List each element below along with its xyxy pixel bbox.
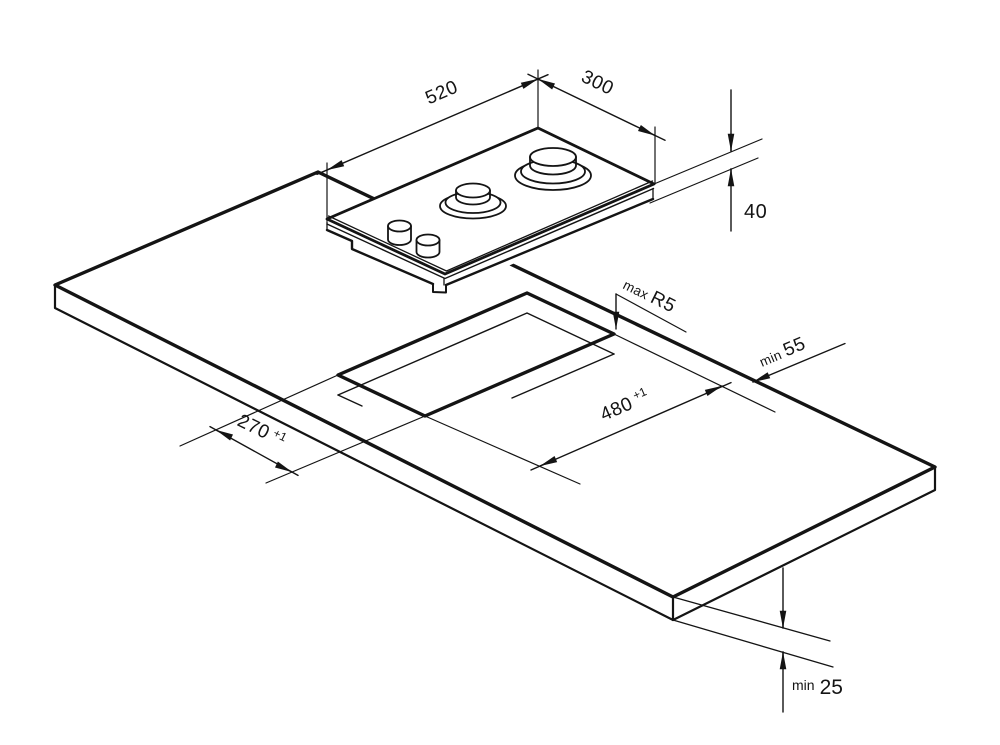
dim-edge-clearance: min55 [752,333,846,383]
dim-480-extension-lines [424,333,776,485]
dim-min55-label: min55 [756,333,809,371]
dim-min25-reference-lines [672,596,834,668]
dim-270-label: 270+1 [234,410,290,452]
dim-520-arrow-left [326,160,345,171]
hob-body-right-edge [444,197,655,287]
cutout-inner-wall-edges [337,312,615,396]
hob-corner-verticals [326,187,654,286]
dim-300-label: 300 [578,66,617,99]
dim-r5-shelf [615,293,687,333]
dim-min55-arrow [752,372,771,383]
dim-520-arrow-right [520,78,539,89]
control-knob-1 [387,219,412,246]
knob1-top [387,219,412,233]
hob-body-left-edge [325,228,435,286]
dim-300-arrow-right [637,124,656,137]
dim-480-arrow-right [704,385,723,396]
dim-480-line [530,381,732,471]
dim-40-label: 40 [744,201,767,223]
burner-large [514,147,592,191]
dim-300-arrow-left [537,78,556,90]
dim-270-arrow-left [215,429,234,441]
burner-large-cap-top [529,147,577,167]
hob-glass-bottom-edge [326,187,655,280]
burner-small-cap-top [455,182,491,199]
dim-40-extension-lines [649,138,763,204]
dim-520-label: 520 [422,77,461,109]
cutout-inner-wall-edge-left [337,394,363,407]
hob [325,126,656,294]
dim-270-arrow-right [274,461,293,473]
hob-glass-rim [327,180,654,272]
knob2-top [415,233,441,247]
cutout-inner-wall-edge-right [511,353,615,399]
dim-r5-label: maxR5 [620,274,679,318]
dim-hob-height: 40 [649,89,767,232]
dimension-annotations: 520 300 40 maxR5 min55 [179,66,846,713]
dim-480-arrow-left [539,456,558,467]
burner-small [439,182,507,220]
dim-520-line [316,74,549,175]
control-knob-2 [415,233,441,259]
hob-mounting-tab [432,283,447,294]
